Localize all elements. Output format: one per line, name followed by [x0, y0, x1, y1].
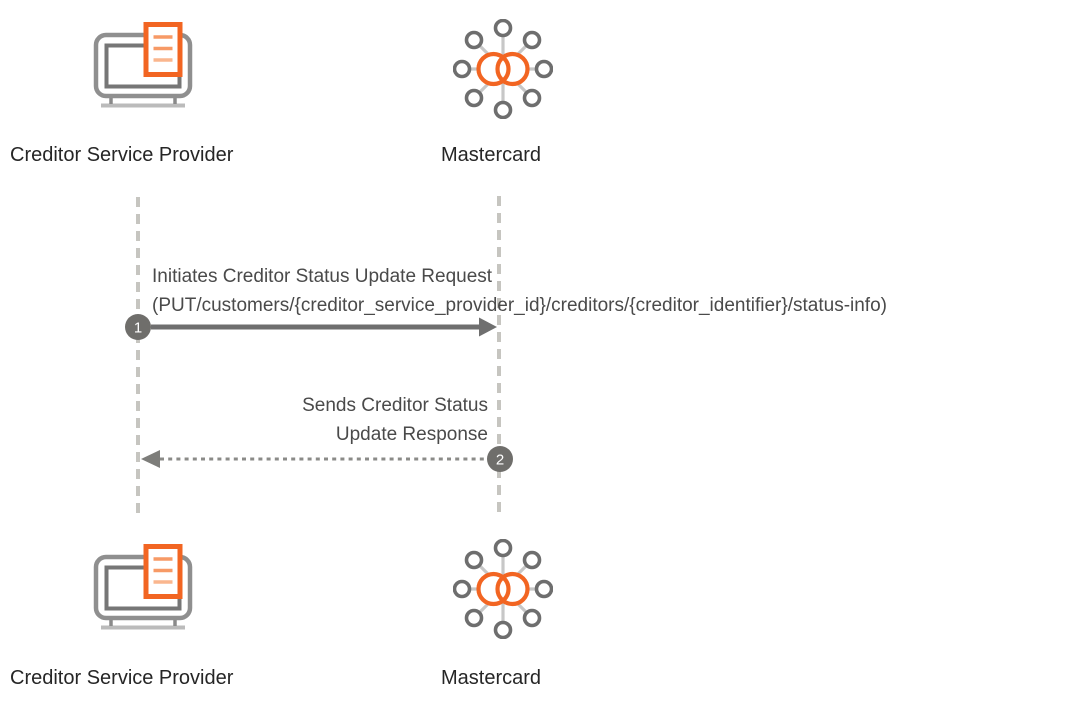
request-arrowhead-icon [479, 317, 497, 337]
actor-label-creditor-service-provider-bottom: Creditor Service Provider [10, 667, 234, 689]
message-1-line-1: Initiates Creditor Status Update Request [152, 266, 493, 287]
message-1-line-2: (PUT/customers/{creditor_service_provide… [152, 295, 887, 316]
response-arrowhead-icon [141, 450, 160, 468]
message-1-label: Initiates Creditor Status Update Request… [152, 262, 887, 320]
message-2-line-2: Update Response [335, 424, 488, 445]
message-2-label: Sends Creditor Status Update Response [0, 391, 488, 449]
step-1-badge [125, 314, 151, 340]
step-2-badge [487, 446, 513, 472]
step-2-number: 2 [496, 452, 504, 469]
actor-label-creditor-service-provider-top: Creditor Service Provider [10, 144, 234, 166]
actor-label-mastercard-bottom: Mastercard [441, 667, 542, 689]
step-1-number: 1 [134, 320, 142, 337]
monitor-document-icon [93, 543, 193, 631]
actor-label-mastercard-top: Mastercard [441, 144, 542, 166]
message-2-line-1: Sends Creditor Status [302, 395, 488, 416]
network-nodes-icon [453, 539, 553, 639]
